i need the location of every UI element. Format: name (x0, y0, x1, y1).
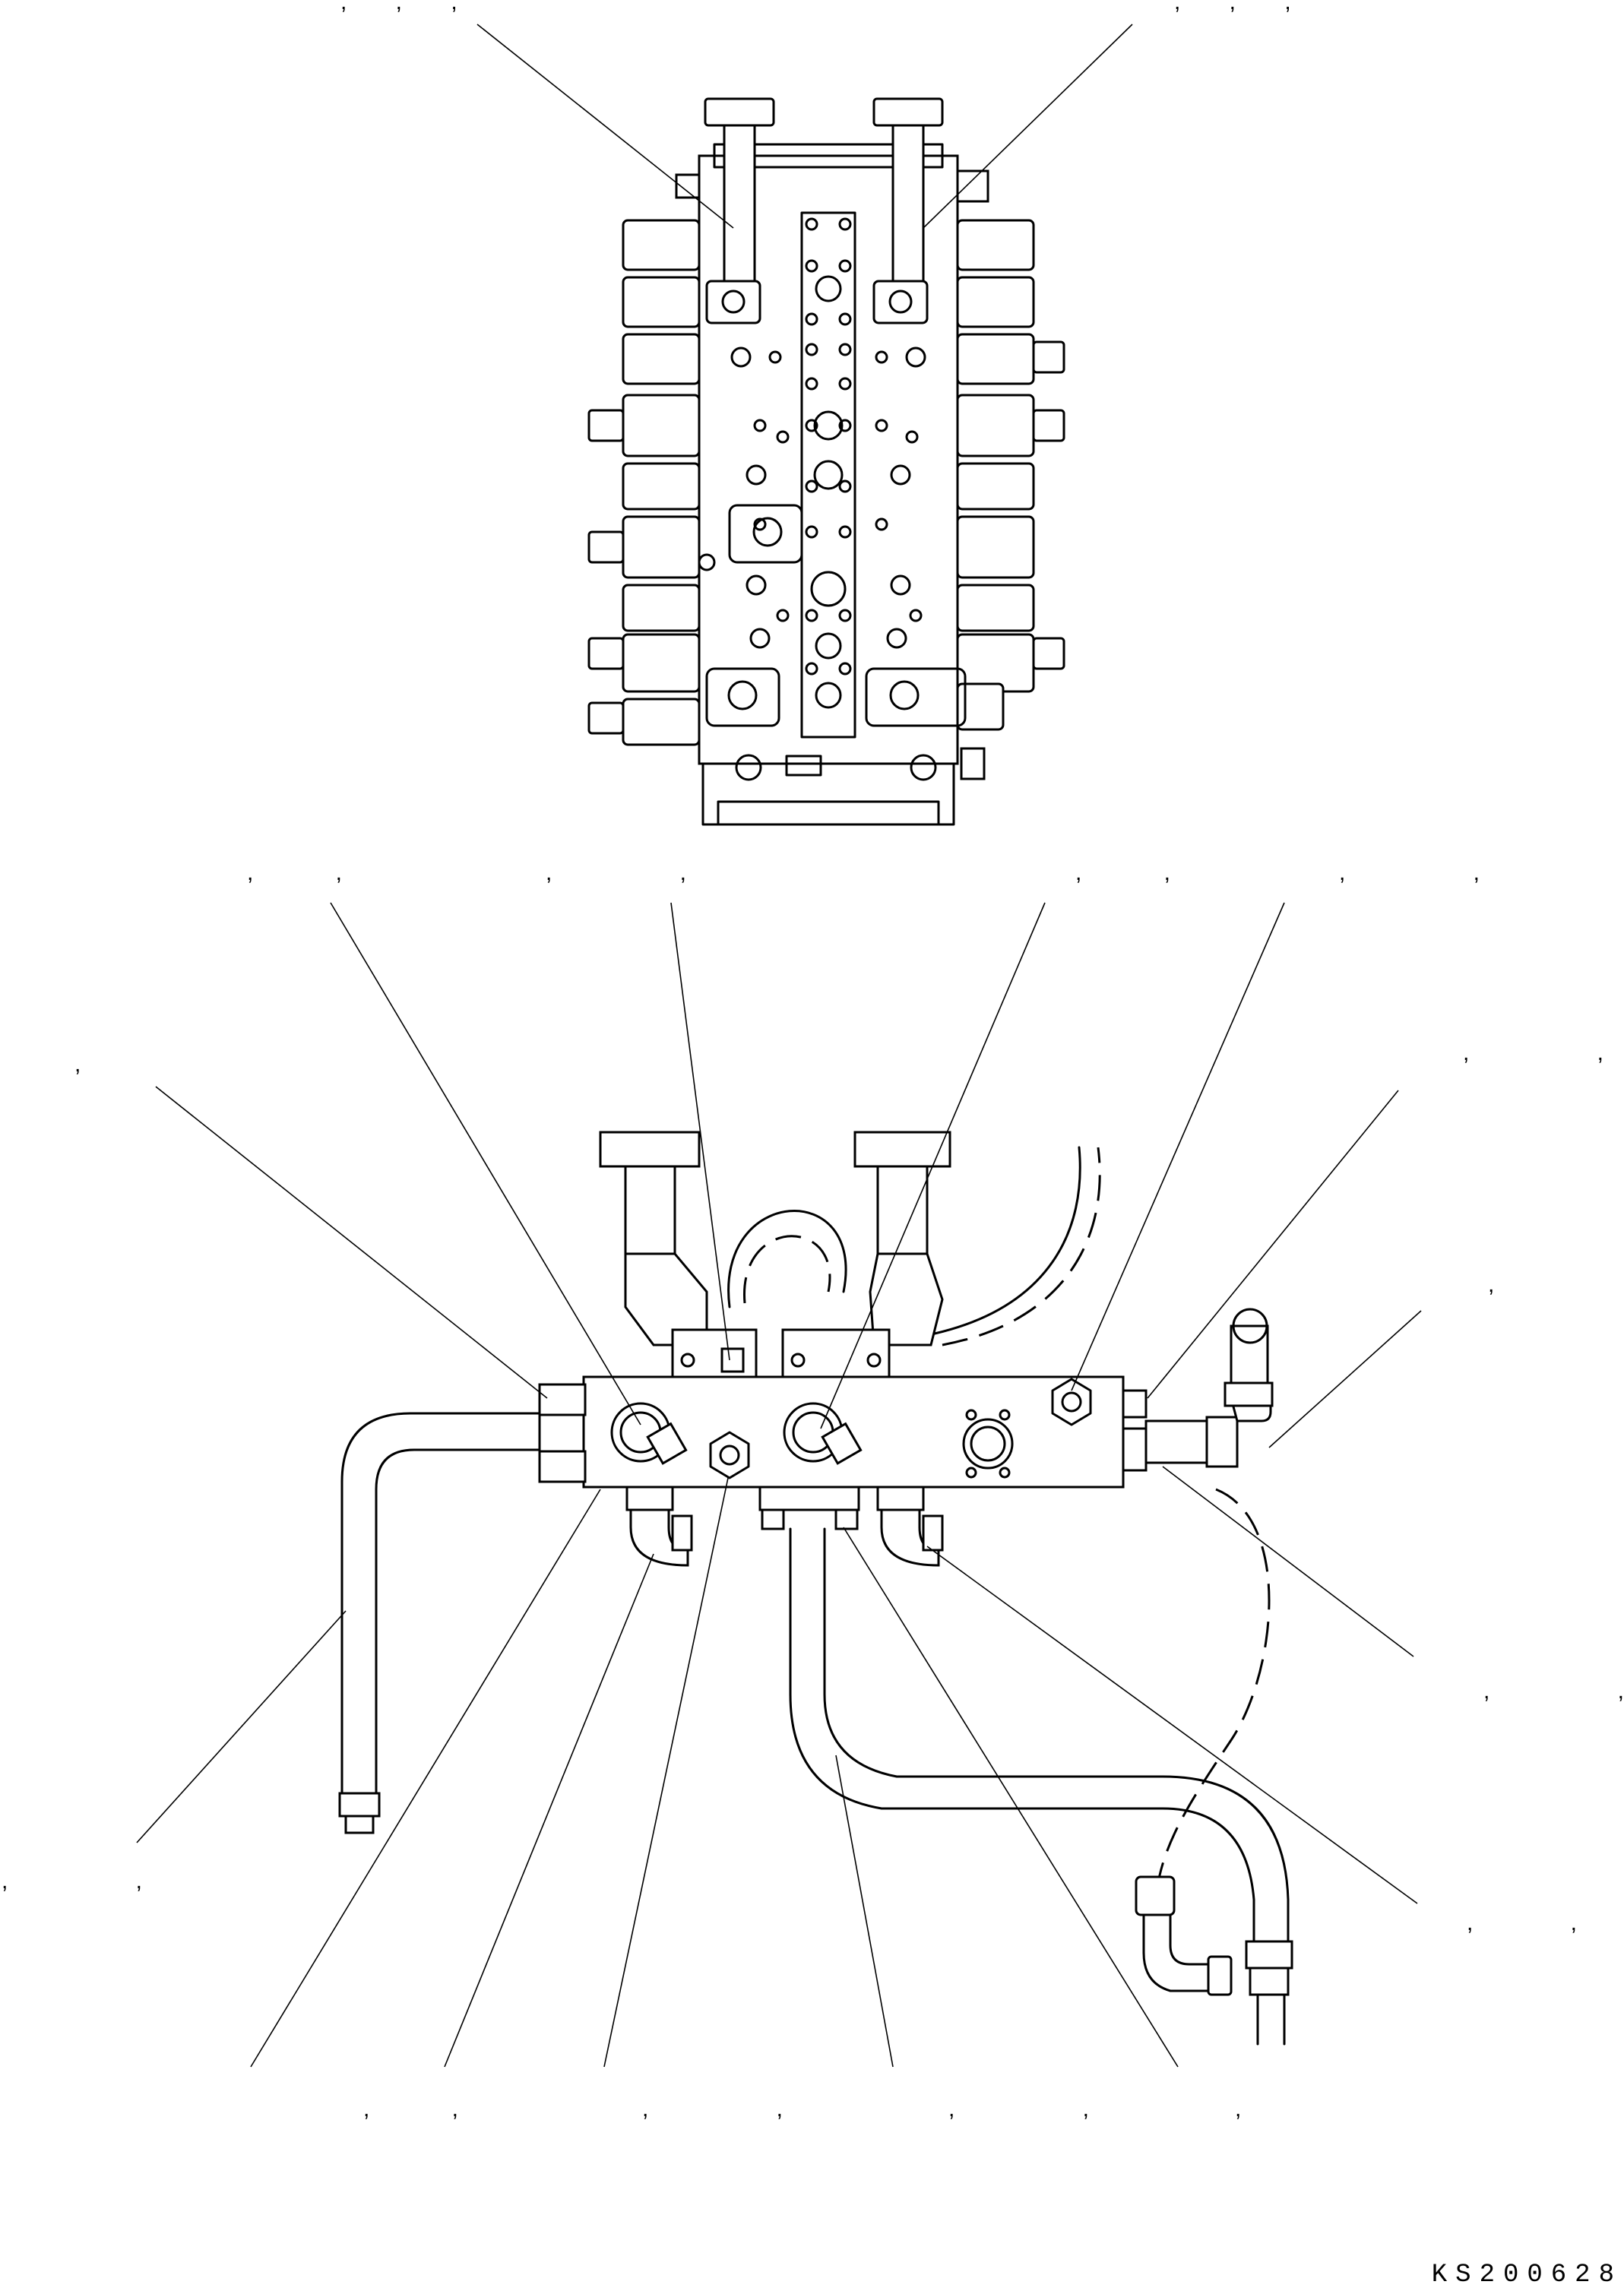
side-ports (730, 346, 926, 649)
callout-left-lower: , , (2, 1869, 203, 1894)
callout-bottom-b: , , (642, 2096, 844, 2122)
figure-code: KS200628 (1431, 2261, 1622, 2289)
center-bolts (805, 217, 852, 709)
control-valve-top-view (587, 97, 1065, 826)
callout-right-mid: , , (1488, 1272, 1624, 1297)
callout-row1-c: , , (1075, 860, 1208, 885)
callout-labels: , , , , , , , , , , , , , , , , , , , , … (2, 0, 1624, 2122)
callout-right-upper: , , (1463, 1040, 1624, 1065)
callout-top-left: , , , (340, 0, 479, 14)
callout-left-upper: , (74, 1052, 81, 1077)
right-solenoid-stack (956, 169, 1065, 780)
callout-bottom-a: , , (363, 2096, 496, 2122)
callout-right-lower-a: , , (1483, 1679, 1624, 1704)
callout-row1-d: , , (1339, 860, 1540, 885)
leader-lines (136, 24, 1422, 2068)
top-return-pipes (704, 97, 944, 324)
callout-bottom-c: , , (948, 2096, 1150, 2122)
manifold-assembly (338, 1131, 1293, 2046)
callout-row1-b: , , (546, 860, 747, 885)
callout-right-lower-b: , , (1467, 1910, 1622, 1935)
callout-row1-a: , , (247, 860, 380, 885)
callout-top-right: , , , (1174, 0, 1312, 14)
callout-bottom-d: , (1235, 2096, 1241, 2122)
left-solenoid-stack (587, 173, 701, 746)
